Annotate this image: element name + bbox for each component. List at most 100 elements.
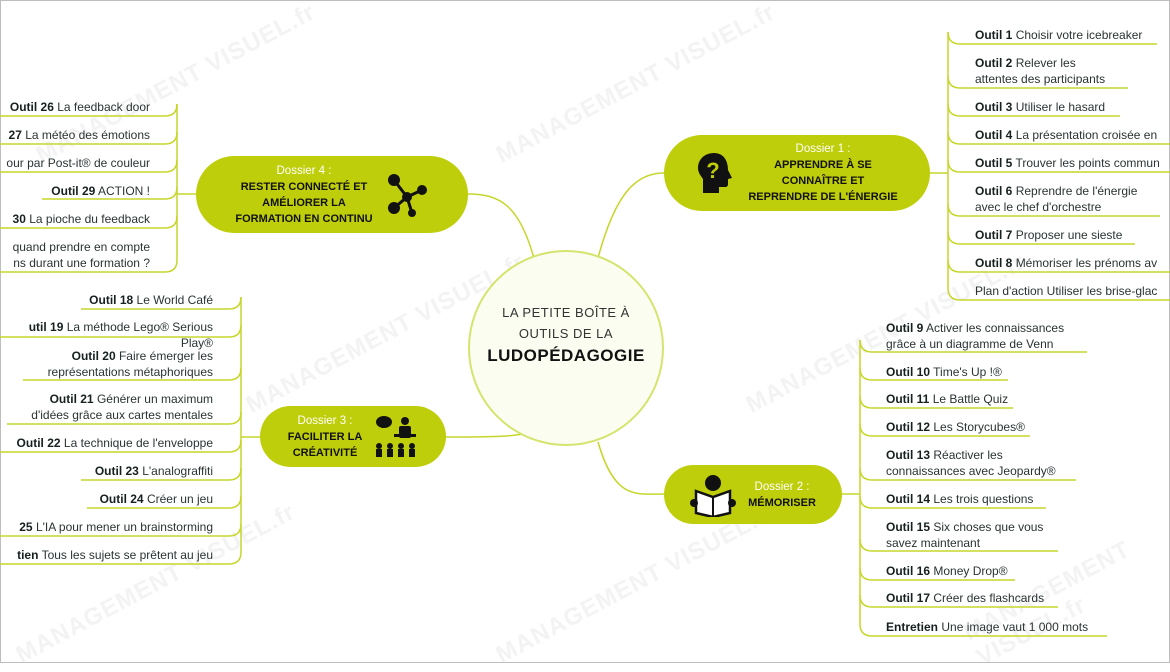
tool-title: Six choses que vous savez maintenant [886,520,1044,550]
tool-item-d2[interactable]: Entretien Une image vaut 1 000 mots [886,619,1088,635]
item-underline [859,395,1013,409]
tool-item-d2[interactable]: Outil 14 Les trois questions [886,491,1033,507]
tool-item-d1[interactable]: Outil 3 Utiliser le hasard [975,99,1105,115]
tool-title: our par Post-it® de couleur [6,156,150,170]
tool-number: Outil 3 [975,100,1013,114]
tool-item-d3[interactable]: Outil 23 L'analograffiti [95,463,213,479]
tool-number: Outil 7 [975,228,1013,242]
connector-center-d4 [467,193,536,263]
item-underline [0,259,178,273]
tool-item-d3[interactable]: Outil 21 Générer un maximum d'idées grâc… [31,391,213,423]
item-underline [7,411,242,425]
tool-item-d2[interactable]: Outil 11 Le Battle Quiz [886,391,1008,407]
tool-item-d2[interactable]: Outil 16 Money Drop® [886,563,1008,579]
molecule-network-icon [387,173,427,217]
tool-number: Outil 22 [16,436,61,450]
tool-item-d4[interactable]: our par Post-it® de couleur [6,155,150,171]
item-underline [0,215,178,229]
tool-item-d2[interactable]: Outil 13 Réactiver les connaissances ave… [886,447,1056,479]
dossier-1-node[interactable]: ? Dossier 1 : APPRENDRE À SE CONNAÎTRE E… [664,135,930,211]
tool-title: Money Drop® [933,564,1008,578]
tool-number: Outil 10 [886,365,931,379]
tool-title: Réactiver les connaissances avec Jeopard… [886,448,1056,478]
tool-title: Trouver les points commun [1015,156,1160,170]
dossier-title: RESTER CONNECTÉ ET AMÉLIORER LA FORMATIO… [235,180,373,225]
item-underline [947,287,1170,301]
tool-title: La météo des émotions [25,128,150,142]
tool-number: Outil 2 [975,56,1013,70]
tool-item-d4[interactable]: quand prendre en compte ns durant une fo… [13,239,150,271]
tool-number: Outil 13 [886,448,931,462]
tool-title: Le World Café [136,293,213,307]
item-underline [947,75,1128,89]
dossier-2-node[interactable]: Dossier 2 : MÉMORISER [664,465,842,524]
svg-text:?: ? [707,158,720,183]
tool-item-d4[interactable]: Outil 26 La feedback door [10,99,150,115]
tool-number: Outil 18 [89,293,134,307]
item-underline [81,296,242,310]
reading-person-icon [690,474,737,517]
tool-item-d3[interactable]: 25 L'IA pour mener un brainstorming [19,519,213,535]
tool-item-d4[interactable]: Outil 29 ACTION ! [51,183,150,199]
tool-title: Créer des flashcards [933,591,1045,605]
tool-item-d2[interactable]: Outil 17 Créer des flashcards [886,590,1044,606]
tool-item-d1[interactable]: Outil 4 La présentation croisée en [975,127,1157,143]
tool-title: La méthode Lego® Serious Play® [66,320,213,350]
tool-item-d2[interactable]: Outil 15 Six choses que vous savez maint… [886,519,1043,551]
item-underline [947,231,1135,245]
tool-number: Outil 14 [886,492,931,506]
tool-title: La pioche du feedback [29,212,150,226]
dossier-label: Dossier 3 : [297,414,353,427]
item-underline [0,159,178,173]
item-underline [947,31,1157,45]
tool-item-d1[interactable]: Outil 6 Reprendre de l'énergie avec le c… [975,183,1137,215]
tool-title: Faire émerger les représentations métaph… [47,349,213,379]
tool-title: Créer un jeu [146,492,213,506]
dossier-4-node[interactable]: Dossier 4 : RESTER CONNECTÉ ET AMÉLIORER… [196,156,468,233]
tool-title: La présentation croisée en [1015,128,1158,142]
tool-title: Choisir votre icebreaker [1015,28,1143,42]
tool-title: quand prendre en compte ns durant une fo… [12,240,150,270]
item-underline [0,551,242,565]
tool-title: Relever les attentes des participants [975,56,1106,86]
tool-item-d1[interactable]: Outil 8 Mémoriser les prénoms av [975,255,1157,271]
tool-title: L'analograffiti [142,464,213,478]
tool-number: 25 [19,520,33,534]
dossier-3-node[interactable]: Dossier 3 : FACILITER LA CRÉATIVITÉ [260,406,446,467]
tool-item-d3[interactable]: Outil 18 Le World Café [89,292,213,308]
tool-item-d3[interactable]: Outil 24 Créer un jeu [100,491,213,507]
tool-item-d4[interactable]: 27 La météo des émotions [9,127,150,143]
dossier-title: MÉMORISER [748,496,816,509]
tool-number: Outil 5 [975,156,1013,170]
tool-item-d1[interactable]: Outil 2 Relever les attentes des partici… [975,55,1105,87]
tool-item-d1[interactable]: Outil 1 Choisir votre icebreaker [975,27,1142,43]
tool-item-d3[interactable]: Outil 22 La technique de l'enveloppe [17,435,213,451]
tool-title: Mémoriser les prénoms av [1015,256,1158,270]
tool-item-d1[interactable]: Plan d'action Utiliser les brise-glac [975,283,1157,299]
tool-item-d3[interactable]: Outil 20 Faire émerger les représentatio… [48,348,213,380]
tool-item-d1[interactable]: Outil 7 Proposer une sieste [975,227,1122,243]
item-underline [42,186,178,200]
item-underline [859,623,1107,637]
tool-number: Entretien [886,620,939,634]
item-underline [23,367,242,381]
tool-item-d2[interactable]: Outil 9 Activer les connaissances grâce … [886,320,1064,352]
tool-number: 27 [8,128,22,142]
tool-item-d3[interactable]: tien Tous les sujets se prêtent au jeu [17,547,213,563]
tool-item-d2[interactable]: Outil 10 Time's Up !® [886,364,1002,380]
tool-number: Outil 26 [9,100,54,114]
tool-title: Utiliser le hasard [1015,100,1106,114]
item-underline [81,467,242,481]
tool-title: Les Storycubes® [933,420,1025,434]
tool-item-d1[interactable]: Outil 5 Trouver les points commun [975,155,1160,171]
tool-item-d4[interactable]: 30 La pioche du feedback [13,211,150,227]
tool-item-d3[interactable]: util 19 La méthode Lego® Serious Play® [0,319,213,351]
tool-title: Time's Up !® [933,365,1002,379]
dossier-label: Dossier 1 : [795,143,851,155]
tool-number: Outil 4 [975,128,1013,142]
tool-number: tien [17,548,39,562]
dossier-title: APPRENDRE À SE CONNAÎTRE ET REPRENDRE DE… [748,159,898,203]
central-topic: LA PETITE BOÎTE À OUTILS DE LA LUDOPÉDAG… [468,250,664,446]
tool-item-d2[interactable]: Outil 12 Les Storycubes® [886,419,1025,435]
